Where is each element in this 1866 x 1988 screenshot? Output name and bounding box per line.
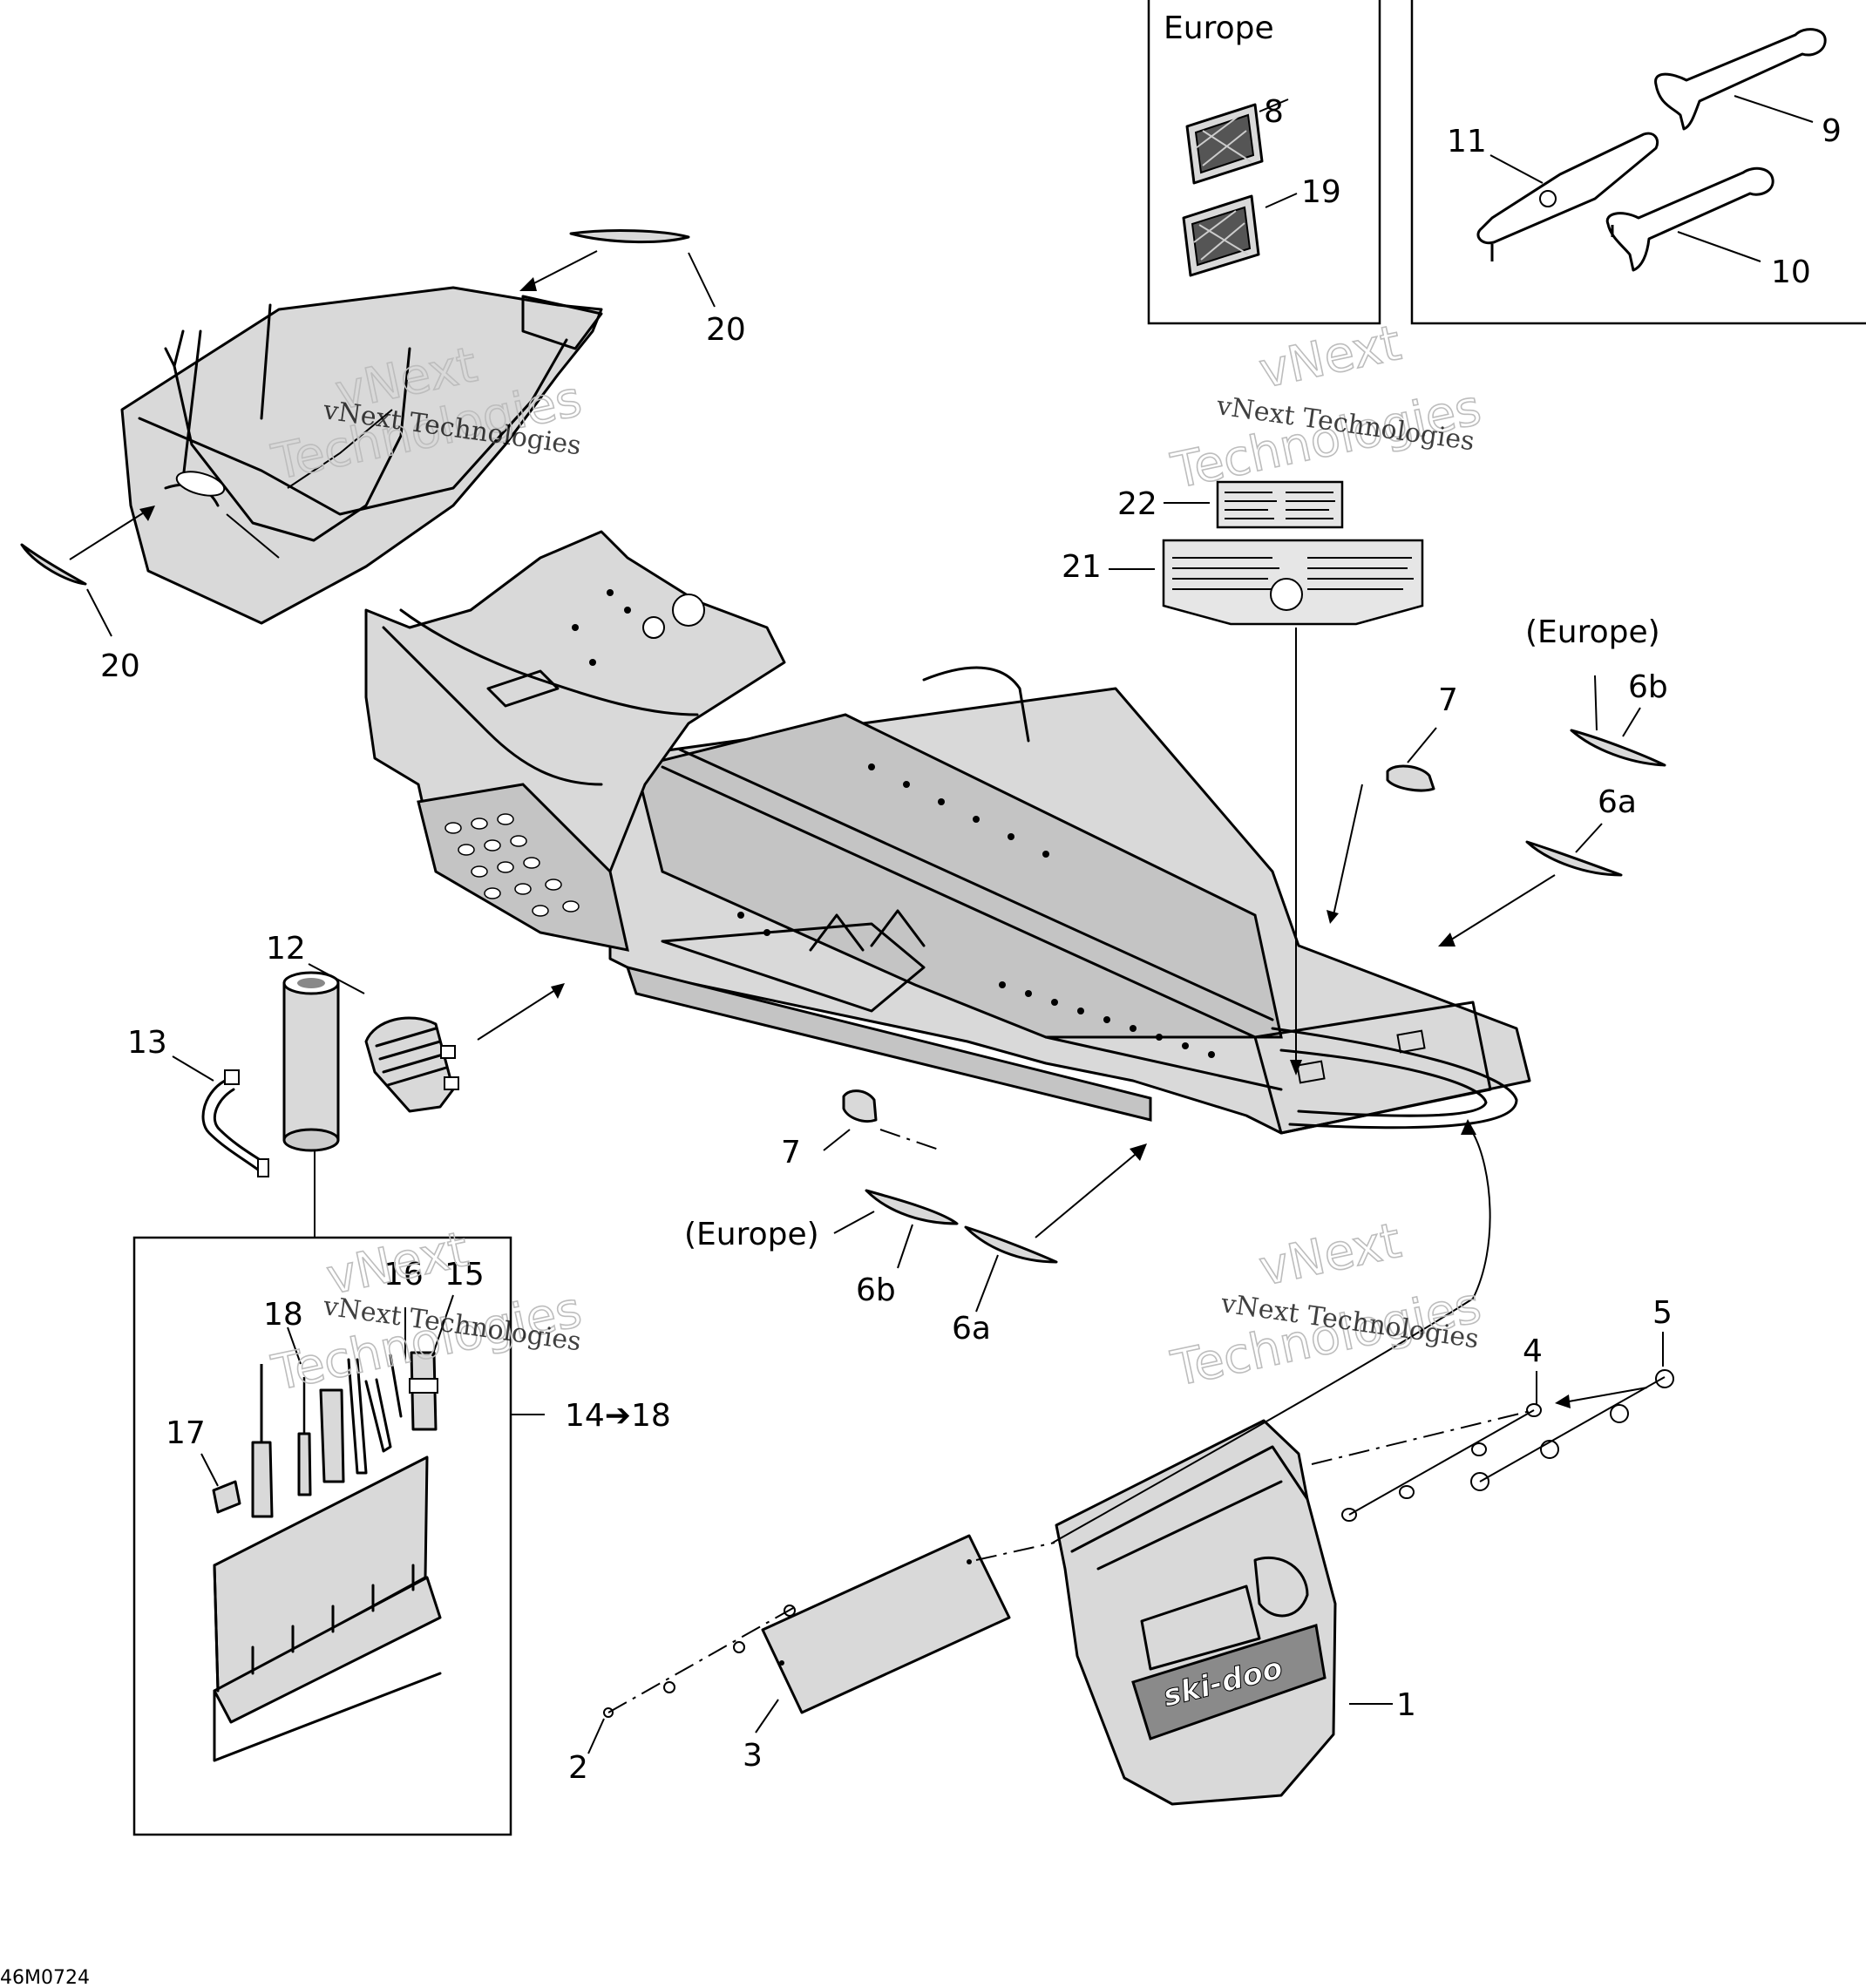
callout-18: 18 <box>263 1297 303 1333</box>
europe-inset-box: Europe <box>1147 0 1381 325</box>
strap-13 <box>201 1069 269 1177</box>
svg-text:vNext: vNext <box>1254 315 1406 400</box>
callout-21: 21 <box>1062 549 1102 585</box>
tool-11 <box>1476 132 1659 261</box>
callout-2: 2 <box>568 1750 588 1786</box>
deflector-6b-lower <box>865 1189 959 1225</box>
deflector-20-upper <box>569 229 690 244</box>
callout-13: 13 <box>127 1025 167 1061</box>
callout-6a-lower: 6a <box>952 1311 991 1347</box>
callout-3: 3 <box>743 1738 763 1774</box>
decal-21 <box>1162 539 1424 626</box>
callout-14-18: 14➔18 <box>565 1398 671 1434</box>
callout-7-lower: 7 <box>781 1135 801 1170</box>
watermark-top-right: vNext Technologies vNext Technologies <box>1166 314 1487 500</box>
callout-6b-upper: 6b <box>1628 669 1668 705</box>
callout-7-upper: 7 <box>1438 682 1458 718</box>
callout-22: 22 <box>1117 486 1157 522</box>
deflector-20-left <box>20 543 87 586</box>
toolkit-box <box>132 1236 512 1836</box>
plate-3 <box>761 1534 1011 1714</box>
wrench-10 <box>1605 166 1774 272</box>
deflector-6a-lower <box>964 1225 1058 1264</box>
callout-6a-upper: 6a <box>1598 784 1637 820</box>
snowflap-1: ski-doo <box>1055 1419 1337 1806</box>
clip-7-upper <box>1386 764 1435 792</box>
svg-text:vNext: vNext <box>1254 1212 1406 1298</box>
callout-11: 11 <box>1447 124 1487 159</box>
europe-lower-label: (Europe) <box>684 1217 819 1252</box>
callout-5: 5 <box>1652 1295 1673 1331</box>
callout-10: 10 <box>1771 254 1811 290</box>
callout-20-left: 20 <box>100 648 140 684</box>
frame-rivets <box>572 589 1215 1058</box>
deflector-6a-upper <box>1525 840 1623 877</box>
callout-12: 12 <box>266 931 306 967</box>
chassis-frame <box>364 530 1531 1135</box>
footrest-holes <box>444 813 580 917</box>
drawing-code: 46M0724 <box>0 1967 90 1988</box>
callout-4: 4 <box>1523 1333 1543 1369</box>
callout-17: 17 <box>166 1415 206 1451</box>
callout-16: 16 <box>383 1257 424 1293</box>
tools-inset-box <box>1410 0 1866 325</box>
deflector-6b-upper <box>1570 729 1666 767</box>
wrench-9 <box>1654 28 1827 131</box>
watermark-bottom-right: vNext Technologies vNext Technologies <box>1166 1211 1487 1398</box>
callout-15: 15 <box>444 1257 485 1293</box>
tool-kit-contents <box>212 1351 442 1762</box>
callout-20-upper: 20 <box>706 312 746 348</box>
decal-22 <box>1216 480 1344 529</box>
callout-1: 1 <box>1396 1687 1416 1723</box>
clip-7-lower <box>842 1089 878 1123</box>
fairing-20 <box>120 286 603 625</box>
callout-19: 19 <box>1301 174 1341 210</box>
callout-8: 8 <box>1264 94 1284 130</box>
callout-6b-lower: 6b <box>856 1272 896 1308</box>
callout-9: 9 <box>1822 113 1842 149</box>
europe-upper-right-label: (Europe) <box>1525 614 1660 650</box>
decal-19 <box>1182 194 1260 277</box>
decal-8 <box>1185 103 1264 185</box>
tool-holder-12 <box>364 1016 459 1113</box>
europe-box-label: Europe <box>1164 10 1274 46</box>
cylinder-tube <box>282 971 340 1152</box>
